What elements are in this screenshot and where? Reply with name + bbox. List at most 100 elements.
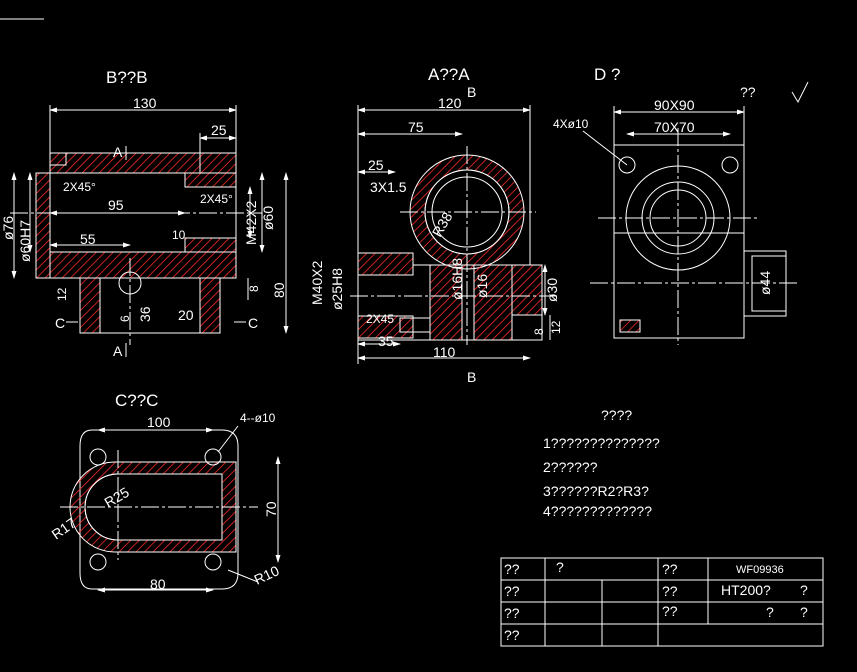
a-dim-120-text: 120 bbox=[438, 95, 462, 111]
a-web-l bbox=[429, 264, 463, 341]
tb-r3c5: ? bbox=[766, 604, 774, 620]
c-hole-br bbox=[204, 553, 222, 571]
notes-heading: ???? bbox=[601, 407, 632, 423]
b-dim-36-text: 36 bbox=[137, 306, 153, 322]
b-outline bbox=[49, 152, 237, 334]
c-dim-80-text: 80 bbox=[150, 576, 166, 592]
c-hole-tr bbox=[204, 448, 222, 466]
tb-r4c1: ?? bbox=[504, 627, 520, 643]
b-dim-80-text: 80 bbox=[271, 282, 287, 298]
note-item-3: 3??????R2?R3? bbox=[543, 483, 649, 499]
b-sec-a-bot: A bbox=[113, 343, 123, 359]
tb-r1c1: ?? bbox=[504, 561, 520, 577]
a-slot bbox=[399, 317, 431, 333]
d-hole-tl bbox=[618, 156, 636, 174]
a-dim-12-text: 12 bbox=[549, 320, 563, 334]
view-d: D ? ?? 90X90 70X70 4Xø10 ø44 bbox=[553, 65, 809, 345]
d-holes-leader bbox=[582, 130, 628, 166]
b-dim-d60h7-text: ø60H7 bbox=[17, 220, 33, 262]
surface-check-icon bbox=[791, 81, 809, 104]
b-right-boss-bot bbox=[184, 237, 237, 253]
a-dim-d30-text: ø30 bbox=[544, 278, 560, 302]
view-a-section: A??A 120 75 25 3X1.5 R38 B B M40X2 bbox=[309, 65, 563, 385]
c-hole-bl bbox=[89, 553, 107, 571]
b-flange bbox=[35, 172, 51, 279]
a-left-flange bbox=[357, 252, 414, 276]
d-top-plate bbox=[613, 144, 745, 234]
c-r10-text: R10 bbox=[252, 562, 282, 587]
d-dim-d44-text: ø44 bbox=[757, 271, 773, 295]
note-item-1: 1?????????????? bbox=[543, 435, 660, 451]
b-dim-10-text: 10 bbox=[172, 228, 186, 242]
technical-notes: ???? 1?????????????? 2?????? 3??????R2?R… bbox=[543, 407, 660, 519]
tb-r1c5: WF09936 bbox=[736, 564, 784, 576]
c-holes-text: 4--ø10 bbox=[240, 411, 276, 425]
c-section-title: C??C bbox=[115, 391, 158, 410]
b-lip bbox=[49, 152, 67, 166]
a-dim-d25h8-text: ø25H8 bbox=[329, 268, 345, 310]
b-dim-d60-text: ø60 bbox=[260, 206, 276, 230]
b-lower-wall bbox=[49, 251, 237, 279]
b-sec-c-left: C bbox=[55, 315, 65, 331]
a-chamfer-text: 3X1.5 bbox=[370, 179, 407, 195]
d-slot bbox=[619, 319, 641, 333]
a-right-arm bbox=[511, 264, 543, 316]
tb-r2c4: ?? bbox=[662, 583, 678, 599]
a-dim-75-text: 75 bbox=[408, 119, 424, 135]
tb-r1c2: ? bbox=[556, 559, 564, 575]
c-hole-tl bbox=[89, 448, 107, 466]
b-dim-m42-text: M42X2 bbox=[243, 200, 259, 245]
a-dim-d16-text: ø16 bbox=[474, 274, 490, 298]
d-view-title: D ? bbox=[594, 65, 620, 84]
d-holes-text: 4Xø10 bbox=[553, 117, 589, 131]
a-chamfer2-text: 2X45 bbox=[366, 312, 394, 326]
a-dim-35-text: 35 bbox=[378, 333, 394, 349]
b-left-leg bbox=[79, 277, 101, 334]
tb-r3c4: ?? bbox=[662, 603, 678, 619]
d-hole-tr bbox=[721, 156, 739, 174]
b-dim-130-text: 130 bbox=[133, 95, 157, 111]
d-dim-7070-text: 70X70 bbox=[654, 119, 695, 135]
b-dim-d76-text: ø76 bbox=[0, 216, 16, 240]
note-item-2: 2?????? bbox=[543, 459, 598, 475]
tb-r3c1: ?? bbox=[504, 605, 520, 621]
a-dim-m40-text: M40X2 bbox=[309, 260, 325, 305]
b-chamfer-2: 2X45° bbox=[200, 192, 233, 206]
c-u-inner-line bbox=[84, 473, 223, 541]
c-r10-leader bbox=[227, 569, 259, 583]
d-mark-text: ?? bbox=[740, 84, 756, 100]
c-plate bbox=[79, 429, 239, 590]
b-sec-a-top: A bbox=[113, 144, 123, 160]
b-dim-55-text: 55 bbox=[80, 231, 96, 247]
b-dim-25-text: 25 bbox=[211, 122, 227, 138]
tb-r3c6: ? bbox=[800, 604, 808, 620]
b-right-leg bbox=[199, 277, 221, 334]
a-dim-110-text: 110 bbox=[433, 344, 456, 360]
d-dim-9090-text: 90X90 bbox=[654, 97, 695, 113]
a-dim-8-text: 8 bbox=[532, 328, 546, 335]
b-dim-20-text: 20 bbox=[178, 307, 194, 323]
a-sec-b-top: B bbox=[467, 84, 476, 100]
b-chamfer-1: 2X45° bbox=[63, 180, 96, 194]
b-sec-c-right: C bbox=[248, 315, 258, 331]
c-dim-70-text: 70 bbox=[263, 501, 279, 517]
a-section-title: A??A bbox=[428, 65, 470, 84]
note-item-4: 4????????????? bbox=[543, 503, 652, 519]
a-sec-b-bot: B bbox=[467, 369, 476, 385]
b-dim-95-text: 95 bbox=[108, 197, 124, 213]
b-hole bbox=[118, 271, 142, 295]
title-block: ?? ? ?? WF09936 ?? ?? HT200? ? ?? ?? ? ?… bbox=[500, 557, 824, 647]
tb-r2c1: ?? bbox=[504, 583, 520, 599]
a-dim-d16h8-text: ø16H8 bbox=[449, 258, 465, 300]
c-holes-leader bbox=[217, 425, 239, 453]
view-c-section: C??C 100 4--ø10 R25 R17 70 80 R10 bbox=[49, 391, 282, 593]
b-dim-6-text: 6 bbox=[118, 315, 132, 322]
b-upper-wall bbox=[49, 152, 237, 174]
tb-r1c4: ?? bbox=[662, 561, 678, 577]
tb-r2c6: ? bbox=[800, 582, 808, 598]
view-b-section: B??B 130 25 A A 2X45° 2X45° bbox=[0, 68, 289, 359]
b-dim-8-text: 8 bbox=[247, 285, 261, 292]
tb-r2c5: HT200? bbox=[721, 582, 771, 598]
b-right-boss-top bbox=[184, 172, 237, 188]
